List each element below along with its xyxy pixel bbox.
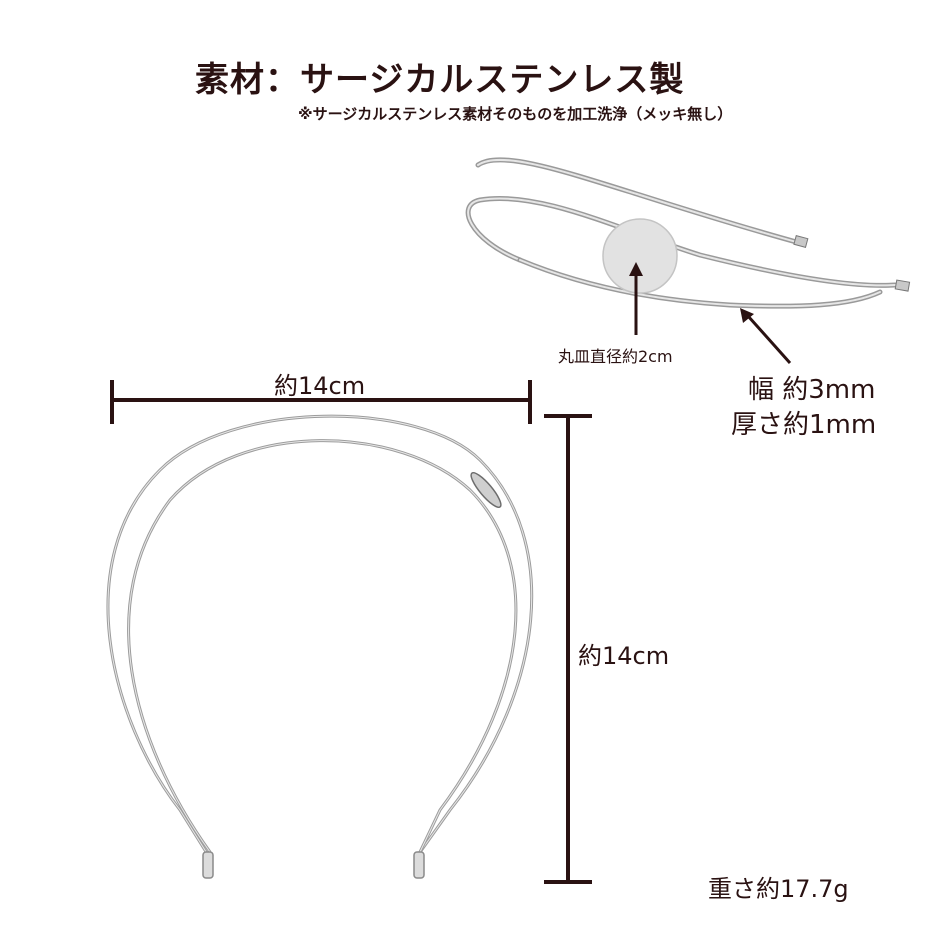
band-width-label: 幅 約3mm	[748, 375, 876, 405]
band-pointer-arrow	[740, 308, 792, 364]
headband-angle-view	[465, 157, 911, 309]
height-dimension-line	[544, 414, 592, 884]
width-dimension-line	[110, 380, 532, 424]
band-thickness-label: 厚さ約1mm	[731, 410, 877, 440]
plate-pointer-arrow	[629, 262, 643, 335]
weight-label: 重さ約17.7g	[708, 875, 849, 903]
round-plate	[602, 218, 678, 294]
width-label: 約14cm	[274, 372, 366, 400]
height-label: 約14cm	[578, 642, 670, 670]
left-end-cap	[202, 851, 214, 879]
plate-diameter-label: 丸皿直径約2cm	[558, 347, 673, 366]
right-end-cap	[413, 851, 425, 879]
headband-front-view	[106, 414, 534, 879]
material-note: ※サージカルステンレス素材そのものを加工洗浄（メッキ無し）	[298, 105, 733, 123]
page-title: 素材：サージカルステンレス製	[195, 60, 685, 100]
